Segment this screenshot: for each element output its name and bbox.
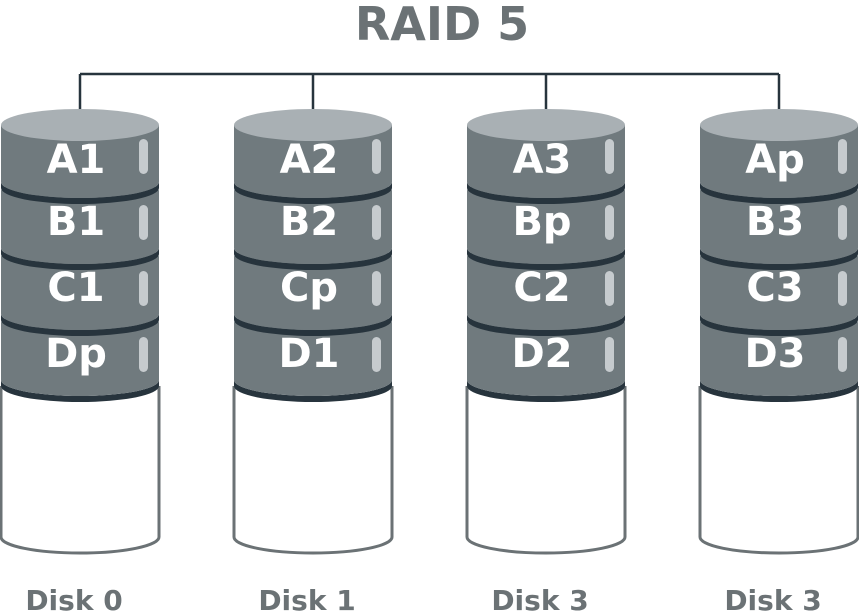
block-highlight bbox=[838, 205, 847, 240]
block-separator-ring bbox=[234, 182, 392, 204]
block-body bbox=[234, 125, 392, 198]
block-body bbox=[700, 323, 858, 396]
block-label: Dp bbox=[45, 331, 107, 377]
disk-top-cap bbox=[234, 109, 392, 141]
block-label: Cp bbox=[280, 265, 338, 311]
block-separator-ring bbox=[234, 314, 392, 336]
block-body bbox=[467, 323, 625, 396]
block-separator-ring bbox=[234, 248, 392, 270]
block-highlight bbox=[372, 205, 381, 240]
disk-empty-section bbox=[698, 386, 859, 555]
data-block: Bp bbox=[467, 179, 625, 270]
block-highlight bbox=[139, 139, 148, 174]
block-highlight bbox=[605, 337, 614, 372]
block-highlight bbox=[838, 337, 847, 372]
block-separator-ring bbox=[467, 182, 625, 204]
block-separator-ring bbox=[467, 380, 625, 402]
block-label: Bp bbox=[512, 199, 571, 245]
disk-label: Disk 1 bbox=[258, 584, 355, 613]
block-separator-ring bbox=[700, 314, 858, 336]
block-label: C3 bbox=[746, 265, 803, 311]
block-separator-ring bbox=[234, 380, 392, 402]
diagram-title: RAID 5 bbox=[355, 0, 529, 51]
block-separator-ring bbox=[1, 314, 159, 336]
block-body bbox=[1, 257, 159, 330]
block-separator-ring bbox=[1, 182, 159, 204]
block-highlight bbox=[838, 139, 847, 174]
block-body bbox=[234, 323, 392, 396]
data-block: A1 bbox=[1, 109, 159, 204]
block-body bbox=[467, 125, 625, 198]
block-body bbox=[467, 257, 625, 330]
block-separator-ring bbox=[467, 314, 625, 336]
block-body bbox=[467, 191, 625, 264]
block-highlight bbox=[372, 271, 381, 306]
disk-top-cap bbox=[700, 109, 858, 141]
disk-empty-section bbox=[0, 386, 161, 555]
disk-top-cap bbox=[467, 109, 625, 141]
block-body bbox=[1, 191, 159, 264]
block-label: B2 bbox=[280, 199, 338, 245]
block-separator-ring bbox=[467, 248, 625, 270]
block-label: A2 bbox=[280, 137, 339, 183]
block-body bbox=[1, 125, 159, 198]
block-separator-ring bbox=[1, 248, 159, 270]
disk-empty-section bbox=[465, 386, 627, 555]
block-highlight bbox=[139, 271, 148, 306]
block-highlight bbox=[139, 337, 148, 372]
block-label: C2 bbox=[513, 265, 570, 311]
block-body bbox=[700, 191, 858, 264]
disk-label: Disk 0 bbox=[25, 584, 122, 613]
block-highlight bbox=[139, 205, 148, 240]
disk-top-cap bbox=[1, 109, 159, 141]
block-highlight bbox=[605, 205, 614, 240]
block-highlight bbox=[605, 139, 614, 174]
block-separator-ring bbox=[1, 380, 159, 402]
block-label: A3 bbox=[513, 137, 572, 183]
block-label: D1 bbox=[278, 331, 339, 377]
data-block: A2 bbox=[234, 109, 392, 204]
block-separator-ring bbox=[700, 248, 858, 270]
block-label: B3 bbox=[746, 199, 804, 245]
block-highlight bbox=[372, 337, 381, 372]
block-separator-ring bbox=[700, 182, 858, 204]
controller-connectors bbox=[78, 72, 781, 126]
data-block: Ap bbox=[700, 109, 858, 204]
block-label: A1 bbox=[47, 137, 106, 183]
block-body bbox=[234, 191, 392, 264]
disk-empty-section bbox=[232, 386, 394, 555]
block-separator-ring bbox=[700, 380, 858, 402]
disk-label: Disk 3 bbox=[724, 584, 821, 613]
block-body bbox=[700, 125, 858, 198]
block-label: C1 bbox=[47, 265, 104, 311]
disk-label: Disk 3 bbox=[491, 584, 588, 613]
data-block: A3 bbox=[467, 109, 625, 204]
block-highlight bbox=[372, 139, 381, 174]
block-body bbox=[700, 257, 858, 330]
block-highlight bbox=[605, 271, 614, 306]
block-label: Ap bbox=[745, 137, 805, 183]
block-body bbox=[1, 323, 159, 396]
block-label: D3 bbox=[744, 331, 805, 377]
block-label: D2 bbox=[511, 331, 572, 377]
block-highlight bbox=[838, 271, 847, 306]
block-body bbox=[234, 257, 392, 330]
block-label: B1 bbox=[47, 199, 105, 245]
